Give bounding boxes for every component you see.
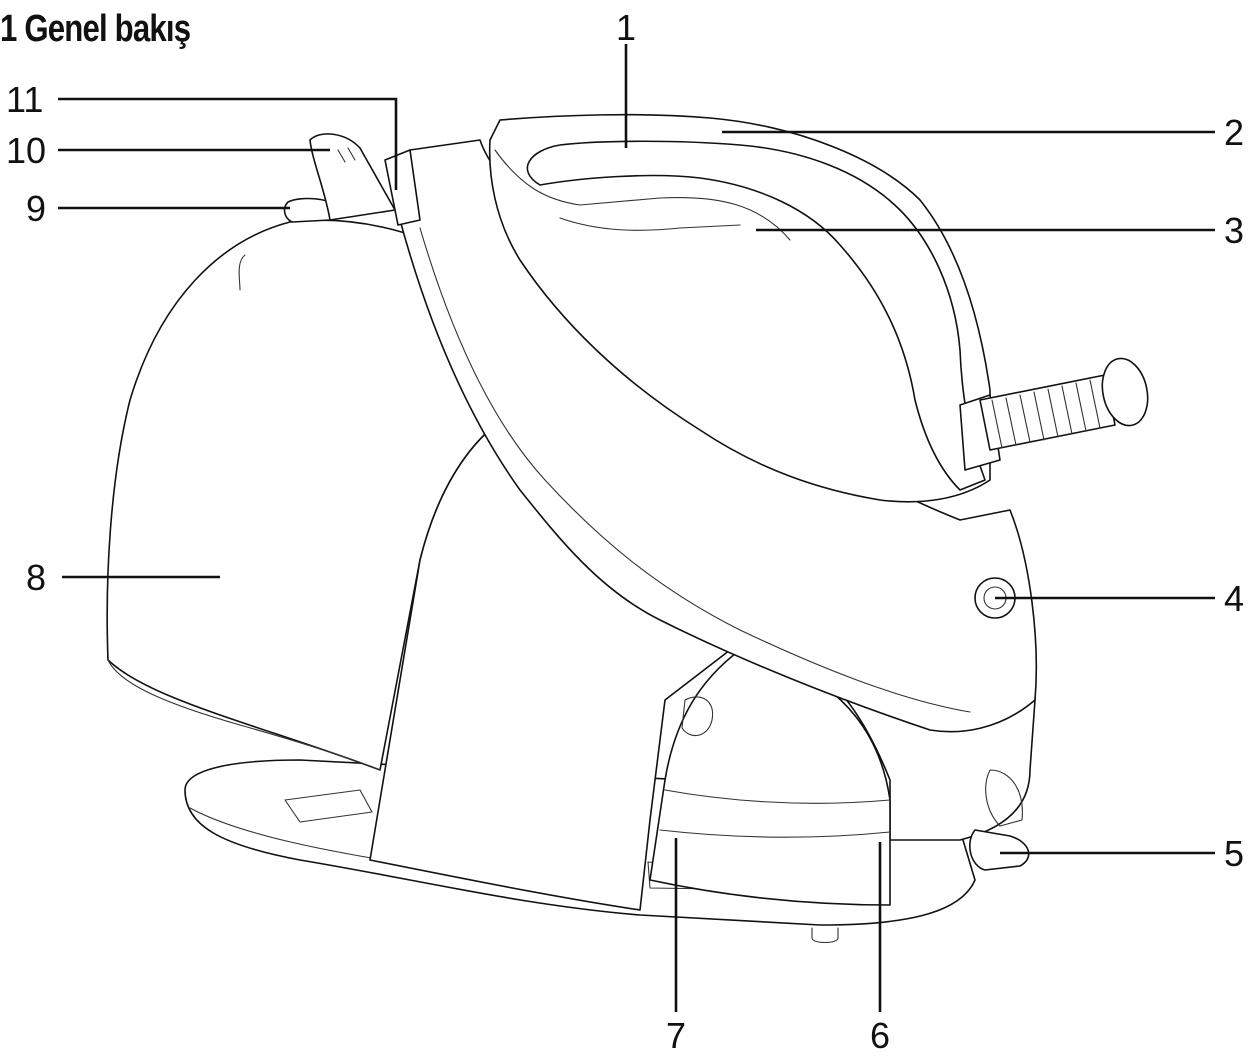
leader-lines (58, 44, 1215, 1012)
callout-8: 8 (26, 557, 46, 598)
base-foot (811, 927, 839, 944)
section-number: 1 (0, 8, 17, 50)
cable-holder-recess (985, 769, 1023, 827)
steam-lever (309, 133, 396, 221)
iron-upper-line (494, 149, 791, 241)
leader-11 (58, 97, 398, 190)
front-pod-line-2 (659, 829, 891, 838)
steam-lever-grip (337, 147, 356, 163)
cable-holder (969, 829, 1030, 871)
callout-11: 11 (6, 79, 43, 120)
water-tank-rim (107, 659, 381, 771)
callout-4: 4 (1224, 578, 1244, 619)
base-slot-left (284, 789, 373, 823)
iron-handle-grip (559, 217, 741, 231)
control-slider (384, 149, 421, 226)
front-pod-knob (681, 696, 714, 737)
callout-6: 6 (870, 1015, 890, 1056)
steam-station-drawing (106, 113, 1149, 944)
callout-1: 1 (616, 7, 636, 48)
callout-labels: 1 2 3 4 5 6 7 8 9 10 11 (6, 7, 1244, 1056)
hose-connector (959, 357, 1149, 471)
callout-5: 5 (1224, 833, 1244, 874)
callout-7: 7 (666, 1015, 686, 1056)
callout-10: 10 (6, 130, 46, 171)
callout-9: 9 (26, 188, 46, 229)
iron-cradle-inner (419, 227, 971, 713)
front-pod-line (664, 789, 891, 804)
callout-2: 2 (1224, 112, 1244, 153)
callout-3: 3 (1224, 210, 1244, 251)
water-tank-highlight (238, 254, 246, 291)
section-title: Genel bakış (24, 8, 191, 50)
page-title: 1 Genel bakış (0, 8, 191, 51)
